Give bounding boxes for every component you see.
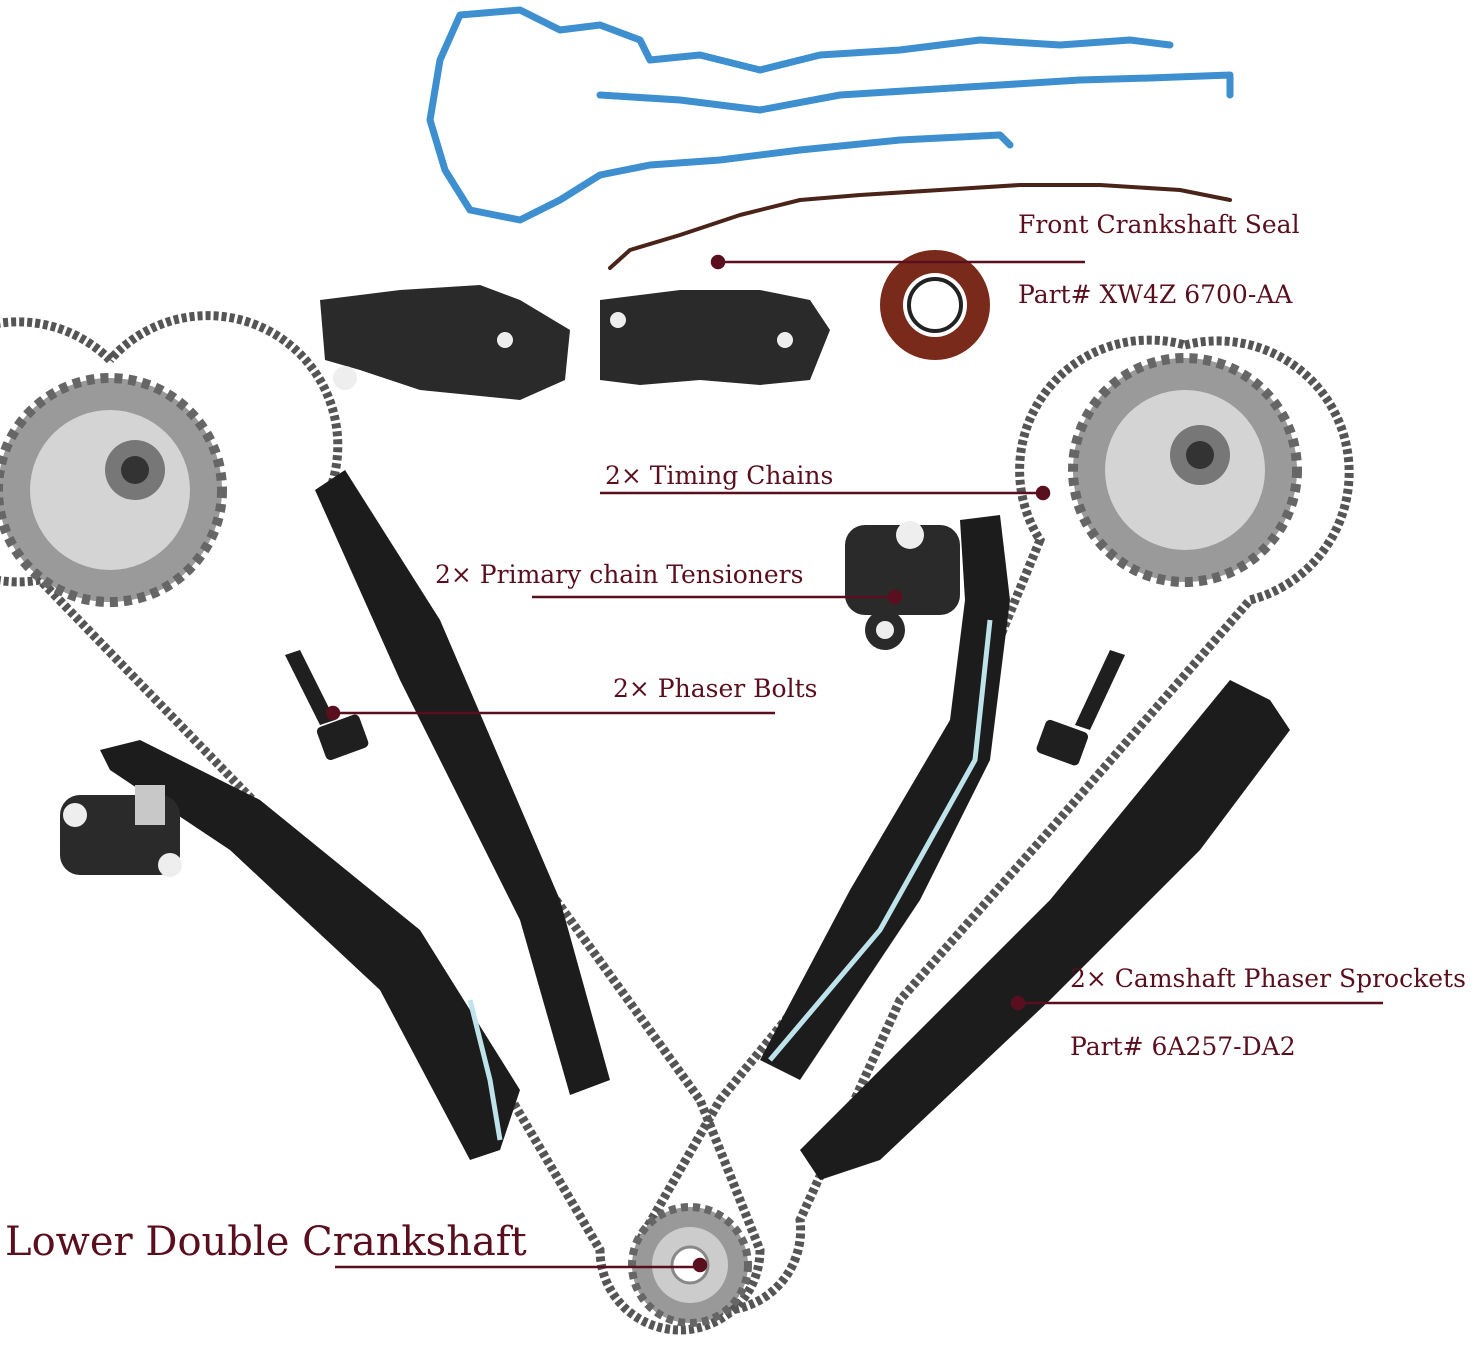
primary-chain-tensioners <box>60 521 960 877</box>
tensioners-label: 2× Primary chain Tensioners <box>435 560 804 589</box>
phaser-bolts <box>285 650 1125 766</box>
front-crankshaft-seal <box>880 250 990 360</box>
timing-chains-label: 2× Timing Chains <box>605 461 834 490</box>
timing-chains <box>0 311 1354 1335</box>
front-seal-part-label: Part# XW4Z 6700-AA <box>1018 280 1293 309</box>
crankshaft-sprocket <box>628 1203 752 1327</box>
chain-guides <box>100 470 1290 1180</box>
crankshaft-label: Lower Double Crankshaft <box>5 1219 527 1265</box>
cover-plates <box>320 285 830 400</box>
leader-lines <box>325 254 1383 1273</box>
phaser-sprockets-part-label: Part# 6A257-DA2 <box>1070 1032 1296 1061</box>
timing-cover-gaskets <box>426 6 1234 270</box>
phaser-bolts-label: 2× Phaser Bolts <box>613 674 818 703</box>
front-seal-label: Front Crankshaft Seal <box>1018 210 1300 239</box>
phaser-sprockets-label: 2× Camshaft Phaser Sprockets <box>1070 964 1466 993</box>
camshaft-phaser-sprockets <box>0 353 1302 607</box>
